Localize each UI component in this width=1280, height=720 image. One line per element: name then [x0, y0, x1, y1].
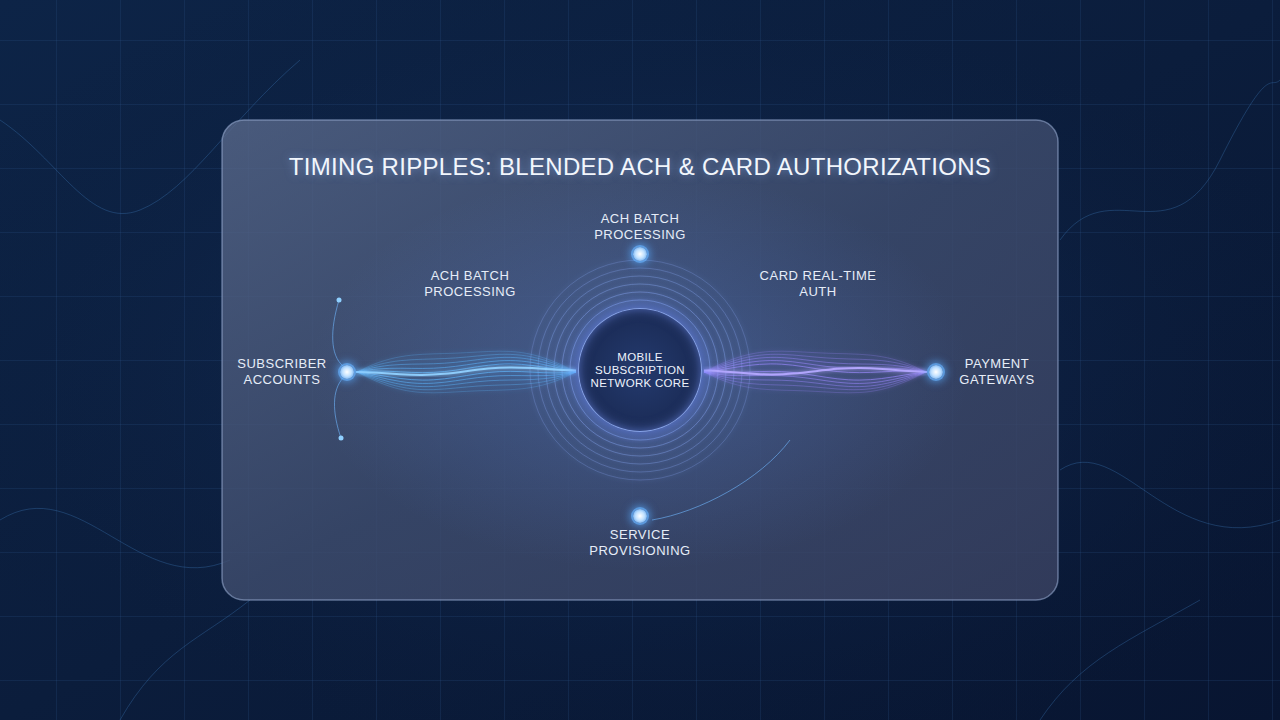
endpoint-label: PAYMENT GATEWAYS: [949, 356, 1045, 388]
wave-strand: [357, 372, 576, 390]
background-curves: [0, 60, 1280, 720]
connector: [639, 263, 641, 306]
glass-panel: [222, 120, 1058, 600]
stray-leads: [333, 300, 790, 520]
diagram-title: TIMING RIPPLES: BLENDED ACH & CARD AUTHO…: [0, 153, 1280, 181]
stage-label: ACH BATCH PROCESSING: [414, 268, 526, 300]
core-circle: MOBILE SUBSCRIPTION NETWORK CORE: [578, 308, 702, 432]
connector: [356, 367, 576, 375]
stray-dot: [337, 298, 342, 303]
core-label: MOBILE SUBSCRIPTION NETWORK CORE: [590, 351, 690, 390]
stage-label: CARD REAL-TIME AUTH: [757, 268, 879, 300]
endpoint-dot: ACH BATCH PROCESSING: [633, 247, 647, 261]
endpoint-dot: SUBSCRIBER ACCOUNTS: [340, 365, 354, 379]
wave-strand: [357, 372, 576, 393]
panel-glow: [310, 170, 970, 570]
endpoint-label: SERVICE PROVISIONING: [578, 527, 702, 559]
ripple-ring: [570, 300, 710, 440]
ripple-ring: [554, 284, 726, 456]
connector: [704, 368, 927, 374]
endpoint-label: SUBSCRIBER ACCOUNTS: [230, 356, 334, 388]
endpoint-label: ACH BATCH PROCESSING: [584, 211, 696, 243]
wave-strand: [704, 372, 926, 393]
ripple-decoration: [357, 260, 926, 480]
endpoint-dot: SERVICE PROVISIONING: [633, 509, 647, 523]
wave-strand: [704, 372, 926, 390]
stray-dot: [339, 436, 344, 441]
endpoint-dot: PAYMENT GATEWAYS: [929, 365, 943, 379]
ripple-ring: [562, 292, 718, 448]
connector: [639, 434, 641, 507]
